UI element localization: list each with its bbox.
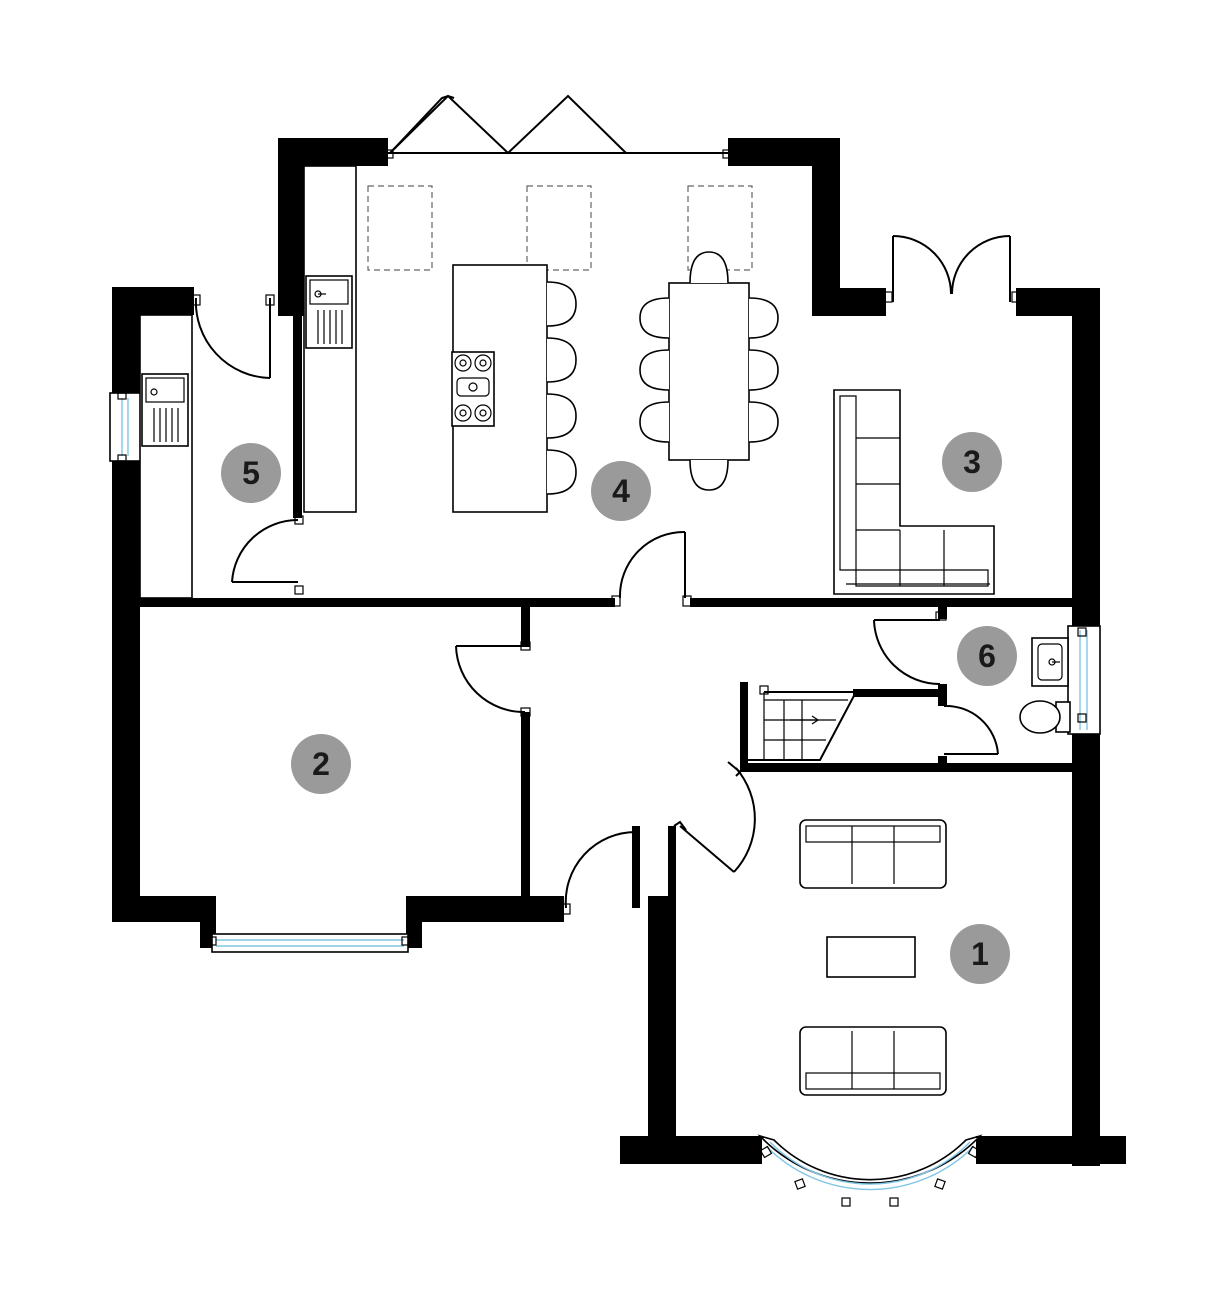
room-badge-6: 6 [957,626,1017,686]
room-number-3: 3 [963,444,981,480]
room-number-2: 2 [312,746,330,782]
bifold-doors [384,94,732,159]
windows [109,392,1101,1207]
room-number-5: 5 [242,455,260,491]
stairs [740,682,858,764]
wc-fittings [1019,637,1071,734]
room-badge-4: 4 [591,461,651,521]
corner-sofa [833,389,995,595]
kitchen-fittings [139,165,779,599]
room-badge-3: 3 [942,432,1002,492]
room-badge-2: 2 [291,734,351,794]
walls [112,138,1126,1166]
room-number-4: 4 [612,473,630,509]
interior-doors [191,294,999,915]
room-number-6: 6 [978,638,996,674]
french-doors [883,235,1021,303]
room-number-1: 1 [971,936,989,972]
room-badge-1: 1 [950,924,1010,984]
living-room-furniture [799,819,947,1096]
room-badge-5: 5 [221,443,281,503]
